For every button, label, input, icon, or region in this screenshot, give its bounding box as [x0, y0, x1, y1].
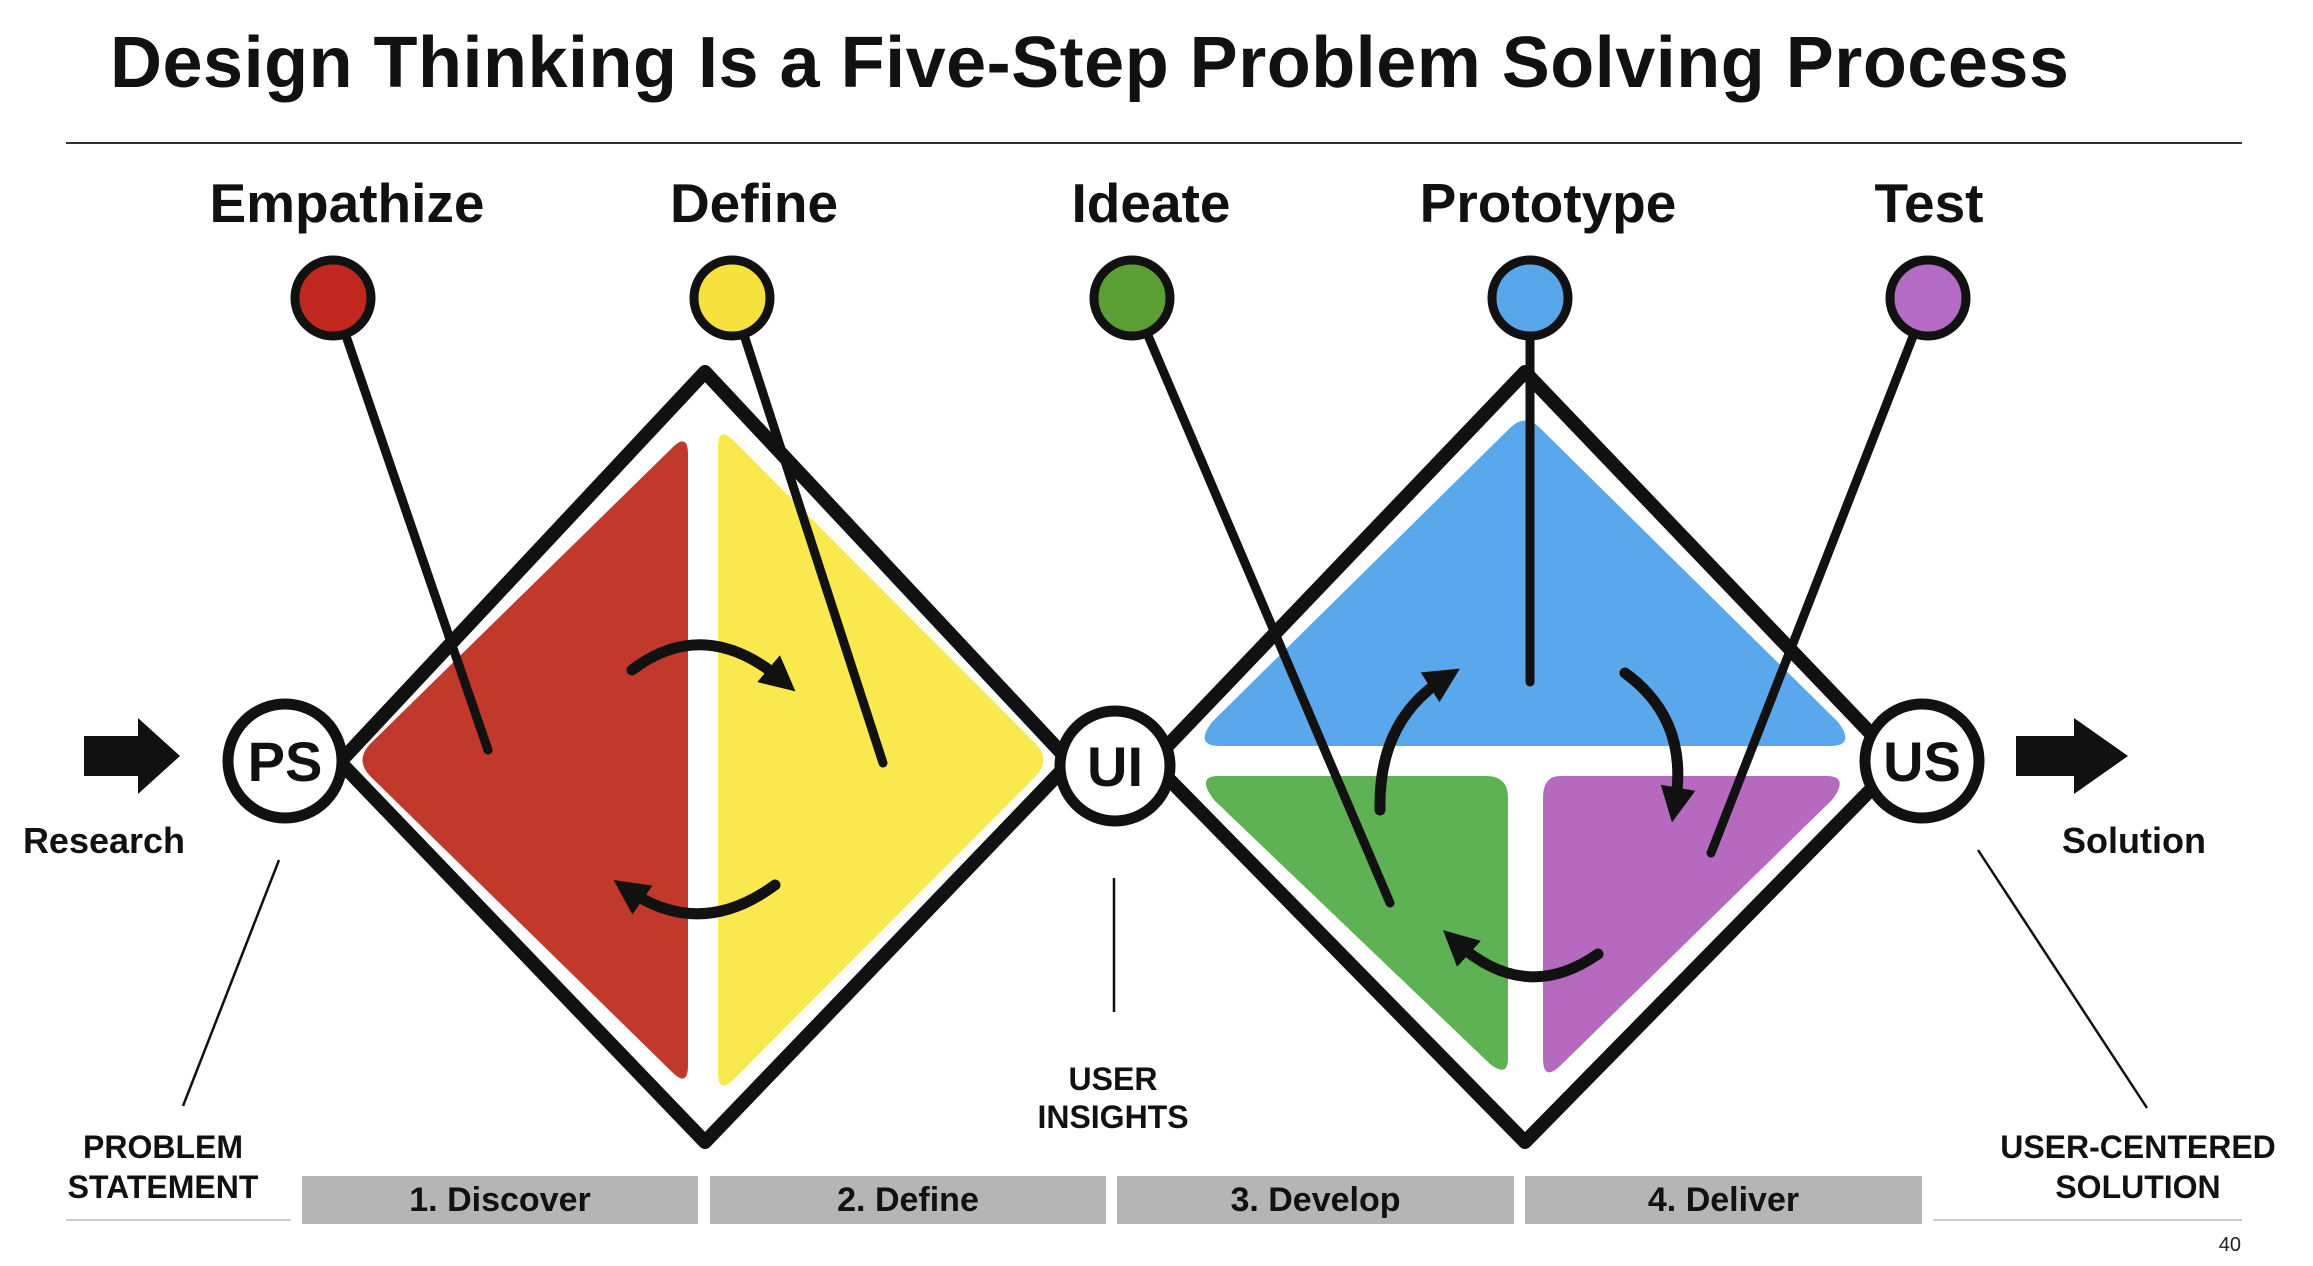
problem-statement-line-1: PROBLEM: [83, 1129, 243, 1165]
prototype-pin: [1487, 255, 1573, 341]
ps-node: [222, 698, 348, 824]
ideate-quadrant: [1205, 776, 1508, 1070]
us-node-label: US: [1883, 730, 1961, 793]
stage-label-empathize: Empathize: [209, 172, 484, 234]
prototype-quadrant: [1204, 420, 1846, 746]
ideate-pin: [1089, 255, 1175, 341]
user-centered-solution-line-2: SOLUTION: [2055, 1169, 2220, 1205]
discover-define-diamond: [333, 365, 1077, 1149]
page-number: 40: [2218, 1234, 2241, 1256]
solution-label: Solution: [2062, 820, 2206, 861]
empathize-pin: [290, 255, 376, 341]
test-pin: [1885, 255, 1971, 341]
stage-label-test: Test: [1874, 172, 1983, 234]
empathize-pointer-line: [328, 293, 493, 755]
research-arrow-icon: [84, 718, 180, 794]
phase-deliver: 4. Deliver: [1525, 1176, 1922, 1224]
cycle-arrow-ideate-to-prototype: [1374, 668, 1460, 816]
stage-label-ideate: Ideate: [1072, 172, 1231, 234]
solution-arrow-icon: [2016, 718, 2128, 794]
bottom-rule-left: [66, 1219, 291, 1221]
research-label: Research: [23, 820, 185, 861]
user-centered-solution-leader: [1976, 849, 2149, 1109]
cycle-arrow-prototype-to-test: [1619, 667, 1696, 823]
bottom-rule-right: [1933, 1219, 2242, 1221]
title-divider: [66, 142, 2242, 144]
ideate-pointer-line: [1127, 293, 1395, 908]
empathize-quadrant: [362, 441, 688, 1079]
stage-label-prototype: Prototype: [1420, 172, 1677, 234]
problem-statement-leader: [181, 859, 281, 1107]
test-pointer-line: [1706, 293, 1933, 858]
problem-statement-line-2: STATEMENT: [68, 1169, 259, 1205]
user-centered-solution-line-1: USER-CENTERED: [2000, 1129, 2276, 1165]
cycle-arrow-test-to-ideate: [1442, 930, 1604, 983]
phase-discover: 1. Discover: [302, 1176, 698, 1224]
cycle-arrow-define-to-empathize: [613, 879, 781, 920]
us-node: [1859, 698, 1985, 824]
user-insights-line-2: INSIGHTS: [1037, 1099, 1188, 1135]
test-quadrant: [1543, 776, 1840, 1073]
phase-define: 2. Define: [710, 1176, 1106, 1224]
ui-node-label: UI: [1087, 735, 1143, 798]
define-pointer-line: [727, 293, 888, 768]
slide-title: Design Thinking Is a Five-Step Problem S…: [110, 23, 2070, 103]
ui-node: [1054, 705, 1176, 827]
define-pin: [689, 255, 775, 341]
phase-develop: 3. Develop: [1117, 1176, 1514, 1224]
stage-label-define: Define: [670, 172, 838, 234]
cycle-arrow-empathize-to-define: [626, 639, 796, 692]
user-insights-line-1: USER: [1069, 1061, 1158, 1097]
ps-node-label: PS: [248, 730, 323, 793]
